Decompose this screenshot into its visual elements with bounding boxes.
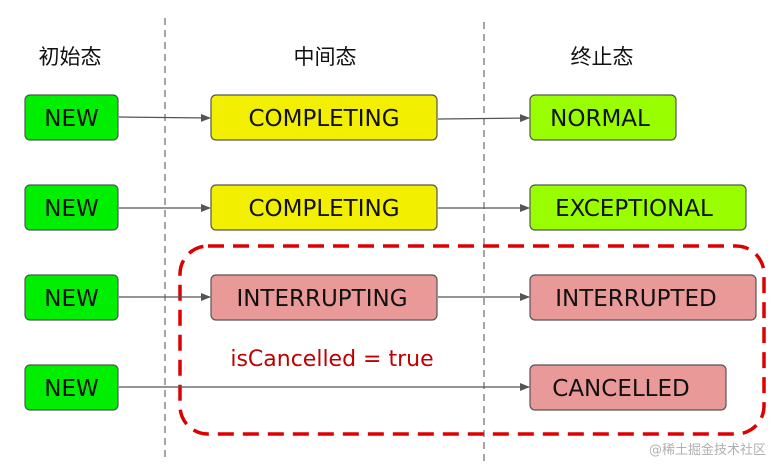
state-box-new-row-3	[24, 274, 119, 321]
interrupt-cancel-highlight	[178, 244, 766, 436]
watermark: @稀土掘金技术社区	[649, 442, 766, 458]
header-initial: 初始态	[39, 45, 102, 69]
header-final: 终止态	[571, 45, 634, 69]
state-label-cancelled: CANCELLED	[552, 376, 689, 402]
row-1: NEW COMPLETING NORMAL	[24, 94, 677, 141]
state-label-completing-row-1: COMPLETING	[248, 106, 399, 132]
state-box-new-row-4	[24, 364, 119, 411]
state-box-completing-row-2	[210, 184, 438, 231]
state-label-completing-row-2: COMPLETING	[248, 196, 399, 222]
state-box-interrupting	[210, 274, 438, 321]
state-box-completing-row-1	[210, 94, 438, 141]
state-box-new-row-1	[24, 94, 119, 141]
state-label-new-row-4: NEW	[44, 376, 98, 402]
state-label-interrupted: INTERRUPTED	[555, 286, 717, 312]
row-4: NEW CANCELLED	[24, 364, 727, 411]
state-box-new-row-2	[24, 184, 119, 231]
arrow-row-1-completing-to-normal	[437, 114, 530, 123]
state-label-normal: NORMAL	[550, 106, 650, 132]
state-label-new-row-1: NEW	[44, 106, 98, 132]
state-label-exceptional: EXCEPTIONAL	[555, 196, 713, 222]
row-2: NEW COMPLETING EXCEPTIONAL	[24, 184, 747, 231]
arrow-row-1-new-to-completing	[118, 113, 211, 122]
header-intermediate: 中间态	[294, 45, 357, 69]
state-label-interrupting: INTERRUPTING	[236, 286, 407, 312]
state-label-new-row-3: NEW	[44, 286, 98, 312]
state-box-interrupted	[529, 274, 757, 321]
state-box-exceptional	[529, 184, 747, 231]
cancel-condition-note: isCancelled = true	[230, 347, 433, 372]
state-box-normal	[529, 94, 677, 141]
state-label-new-row-2: NEW	[44, 196, 98, 222]
row-3: NEW INTERRUPTING INTERRUPTED	[24, 274, 757, 321]
state-box-cancelled	[529, 364, 727, 411]
